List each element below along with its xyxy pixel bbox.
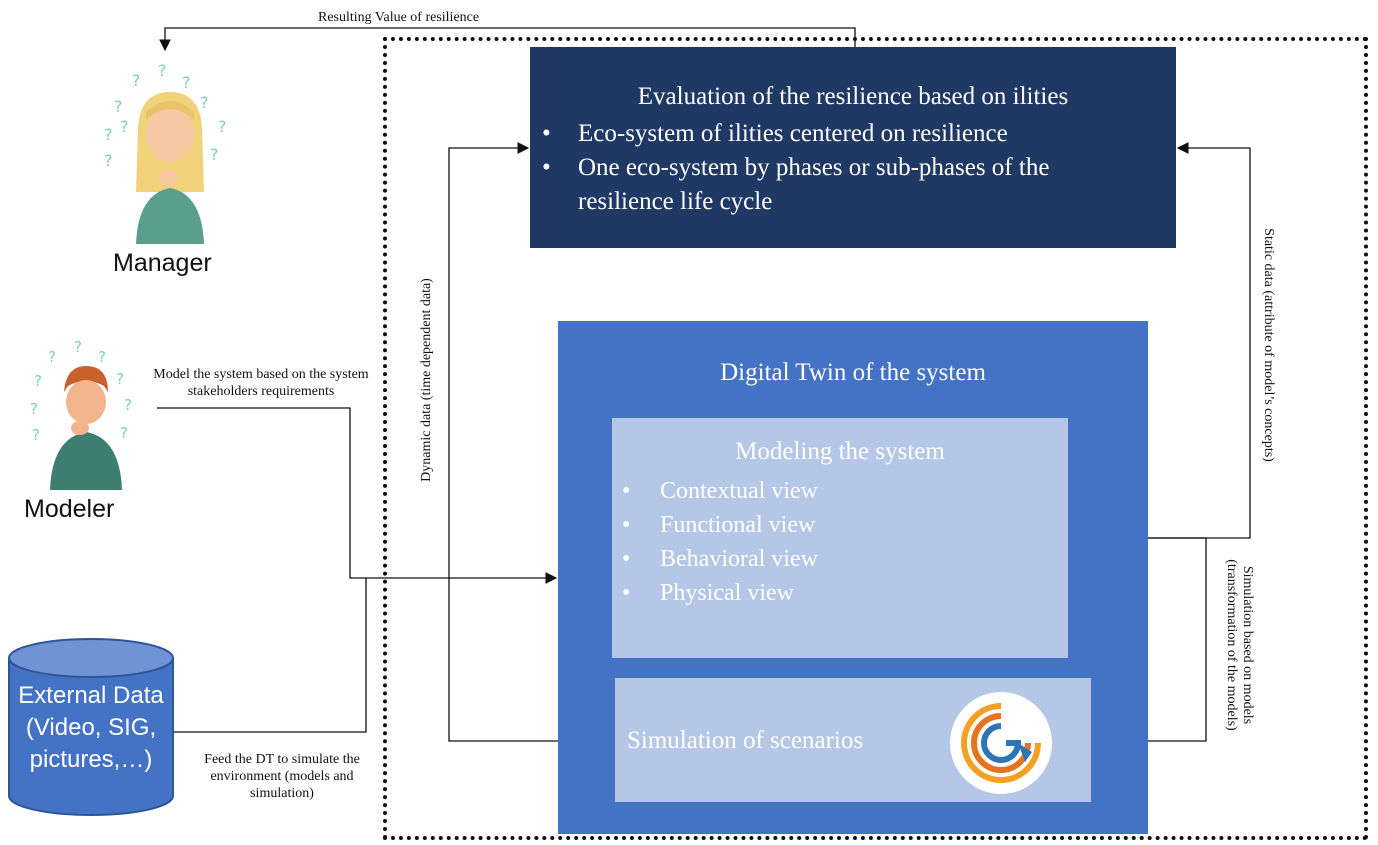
simulation-models-label: Simulation based on models (transformati… bbox=[1224, 559, 1255, 731]
view-item: Contextual view bbox=[622, 474, 818, 508]
external-data-cylinder bbox=[8, 638, 174, 816]
view-item: Behavioral view bbox=[622, 542, 818, 576]
external-data-line: (Video, SIG, bbox=[25, 714, 157, 741]
modeler-figure: ??? ??? ??? bbox=[28, 338, 140, 490]
simulation-logo-icon bbox=[950, 692, 1052, 794]
external-data-line: pictures,…) bbox=[29, 746, 153, 773]
resulting-value-arrow bbox=[159, 27, 856, 52]
svg-text:?: ? bbox=[120, 117, 129, 136]
svg-text:?: ? bbox=[200, 93, 209, 112]
svg-text:?: ? bbox=[132, 71, 141, 90]
svg-text:?: ? bbox=[120, 424, 128, 442]
feed-dt-label: Feed the DT to simulate the environment … bbox=[204, 752, 360, 801]
external-data-text: External Data (Video, SIG, pictures,…) bbox=[8, 680, 174, 776]
static-data-label: Static data (attribute of model’s concep… bbox=[1261, 228, 1276, 462]
digital-twin-boundary-frame bbox=[383, 37, 1368, 840]
evaluation-box: Evaluation of the resilience based on il… bbox=[530, 47, 1176, 248]
digital-twin-title: Digital Twin of the system bbox=[720, 359, 986, 386]
svg-text:?: ? bbox=[104, 151, 113, 170]
svg-text:?: ? bbox=[218, 117, 227, 136]
model-system-arrow bbox=[157, 407, 558, 584]
modeling-title: Modeling the system bbox=[735, 438, 945, 465]
modeling-box: Modeling the system Contextual view Func… bbox=[612, 418, 1068, 658]
svg-text:?: ? bbox=[210, 145, 219, 164]
svg-text:?: ? bbox=[104, 125, 113, 144]
feed-dt-line bbox=[174, 578, 367, 733]
view-item: Functional view bbox=[622, 508, 818, 542]
modeling-views: Contextual view Functional view Behavior… bbox=[622, 474, 818, 610]
dynamic-data-arrow bbox=[448, 142, 615, 742]
evaluation-title: Evaluation of the resilience based on il… bbox=[637, 83, 1069, 110]
svg-text:?: ? bbox=[30, 400, 38, 418]
svg-text:?: ? bbox=[32, 426, 40, 444]
simulation-box: Simulation of scenarios bbox=[615, 678, 1091, 802]
svg-text:?: ? bbox=[34, 372, 42, 390]
simulation-label: Simulation of scenarios bbox=[627, 727, 864, 754]
dynamic-data-label: Dynamic data (time dependent data) bbox=[419, 278, 434, 482]
external-data-line: External Data bbox=[18, 682, 164, 709]
modeler-label: Modeler bbox=[24, 495, 115, 523]
view-item: Physical view bbox=[622, 576, 818, 610]
evaluation-bullets: Eco-system of ilities centered on resili… bbox=[542, 117, 1138, 219]
resulting-value-label: Resulting Value of resilience bbox=[318, 10, 480, 25]
svg-text:?: ? bbox=[48, 348, 56, 366]
svg-text:?: ? bbox=[98, 348, 106, 366]
evaluation-bullet: Eco-system of ilities centered on resili… bbox=[542, 117, 1138, 151]
evaluation-bullet: One eco-system by phases or sub-phases o… bbox=[542, 151, 1138, 219]
svg-text:?: ? bbox=[114, 97, 123, 116]
svg-text:?: ? bbox=[116, 370, 124, 388]
svg-text:?: ? bbox=[182, 73, 191, 92]
model-system-label: Model the system based on the system sta… bbox=[153, 367, 369, 399]
manager-figure: ??? ??? ??? ?? bbox=[100, 61, 238, 244]
svg-text:?: ? bbox=[124, 396, 132, 414]
manager-label: Manager bbox=[113, 249, 212, 277]
svg-text:?: ? bbox=[74, 340, 82, 356]
svg-text:?: ? bbox=[158, 62, 167, 80]
